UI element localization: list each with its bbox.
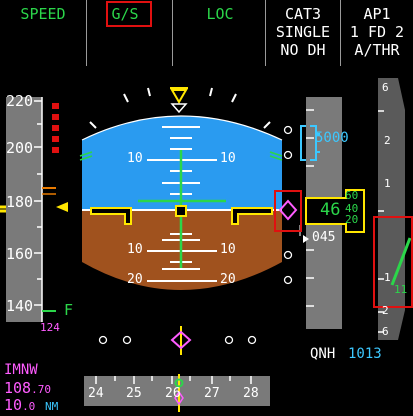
fma-separator xyxy=(172,0,173,66)
glideslope-scale xyxy=(283,125,293,285)
fma-autothrust-status: A/THR xyxy=(354,41,400,59)
speed-index-arrow xyxy=(56,202,68,212)
glideslope-highlight xyxy=(274,190,302,232)
vsi-mark-6-down: 6 xyxy=(382,325,389,338)
target-speed-readout: 124 xyxy=(40,321,60,334)
altitude-tape-ticks xyxy=(306,109,314,307)
qnh-value: 1013 xyxy=(348,346,382,362)
speed-label-200: 200 xyxy=(6,139,34,157)
ils-course-pointer xyxy=(174,390,184,406)
fma-separator xyxy=(340,0,341,66)
fma-approach-cap: CAT3 xyxy=(284,5,322,23)
qnh-label: QNH xyxy=(310,346,336,362)
altitude-drum-upper: 60 xyxy=(345,189,359,202)
heading-label-24: 24 xyxy=(88,386,104,401)
vsi-mark-1-up: 1 xyxy=(384,177,391,190)
speed-label-180: 180 xyxy=(6,193,34,211)
ils-distance-unit: NM xyxy=(44,400,59,413)
altitude-drum-lower: 20 xyxy=(345,213,359,226)
vsi-mark-6-up: 6 xyxy=(382,81,389,94)
ils-distance: 10.0 NM xyxy=(4,395,58,414)
ils-distance-int: 10 xyxy=(4,396,23,414)
overspeed-barber-pole xyxy=(52,103,59,153)
vsi-highlight xyxy=(373,216,413,308)
altitude-drum-mid: 40 xyxy=(345,202,359,215)
localizer-scale xyxy=(98,335,257,345)
speed-label-160: 160 xyxy=(6,245,34,263)
fma-lateral-mode: LOC xyxy=(206,5,234,23)
vertical-mode-highlight xyxy=(106,1,152,27)
heading-label-28: 28 xyxy=(243,386,259,401)
speed-tape xyxy=(6,97,42,322)
fma-autopilot-status: AP1 xyxy=(363,5,391,23)
glideslope-diamond xyxy=(278,199,298,221)
speed-tape-ticks xyxy=(34,100,42,306)
fma-separator xyxy=(86,0,87,66)
heading-label-27: 27 xyxy=(204,386,220,401)
vsi-mark-2-up: 2 xyxy=(384,134,391,147)
fma-approach-type: SINGLE xyxy=(275,23,331,41)
selected-altitude: 5000 xyxy=(315,130,349,146)
heading-label-25: 25 xyxy=(126,386,142,401)
ils-frequency: 108.70 xyxy=(4,378,51,397)
pitch-label-up-right: 10 xyxy=(220,151,236,166)
altitude-target-bracket xyxy=(300,125,306,161)
fma-vertical-mode: G/S xyxy=(111,5,139,23)
altitude-readout-hundreds: 46 xyxy=(320,200,341,220)
vertical-speed-readout: 11 xyxy=(394,283,408,296)
localizer-diamond xyxy=(170,330,192,350)
altitude-lower-readout: 045 xyxy=(312,230,336,245)
fma-speed-mode: SPEED xyxy=(20,5,66,23)
altitude-readout-window xyxy=(305,189,365,233)
pitch-label-down-left: 10 xyxy=(127,242,143,257)
vsi-mark-2-down: 2 xyxy=(382,304,389,317)
pitch-label-up-left: 10 xyxy=(127,151,143,166)
bank-index-triangle xyxy=(170,89,188,104)
fma-flight-director-status: 1 FD 2 xyxy=(349,23,405,41)
aircraft-symbol xyxy=(90,205,273,225)
vertical-speed-scale xyxy=(378,78,405,340)
pitch-label-down-right: 10 xyxy=(220,242,236,257)
fma-separator xyxy=(265,0,266,66)
fma-decision-height: NO DH xyxy=(280,41,326,59)
heading-label-26: 26 xyxy=(165,386,181,401)
pitch-label-20-left: 20 xyxy=(127,272,143,287)
ils-frequency-dec: .70 xyxy=(31,383,51,396)
vsi-mark-1-down: 1 xyxy=(384,271,391,284)
ils-frequency-int: 108 xyxy=(4,379,32,397)
flight-mode-annunciator: SPEED G/S LOC CAT3 SINGLE NO DH AP1 1 FD… xyxy=(0,0,413,70)
ils-distance-dec: .0 xyxy=(22,400,36,413)
ils-ident: IMNW xyxy=(4,362,38,378)
speed-label-220: 220 xyxy=(6,92,34,110)
pitch-label-20-right: 20 xyxy=(220,272,236,287)
flap-speed-marker: F xyxy=(64,301,74,319)
vsi-needle xyxy=(390,237,412,286)
bank-scale xyxy=(89,87,271,129)
speed-label-140: 140 xyxy=(6,297,34,315)
